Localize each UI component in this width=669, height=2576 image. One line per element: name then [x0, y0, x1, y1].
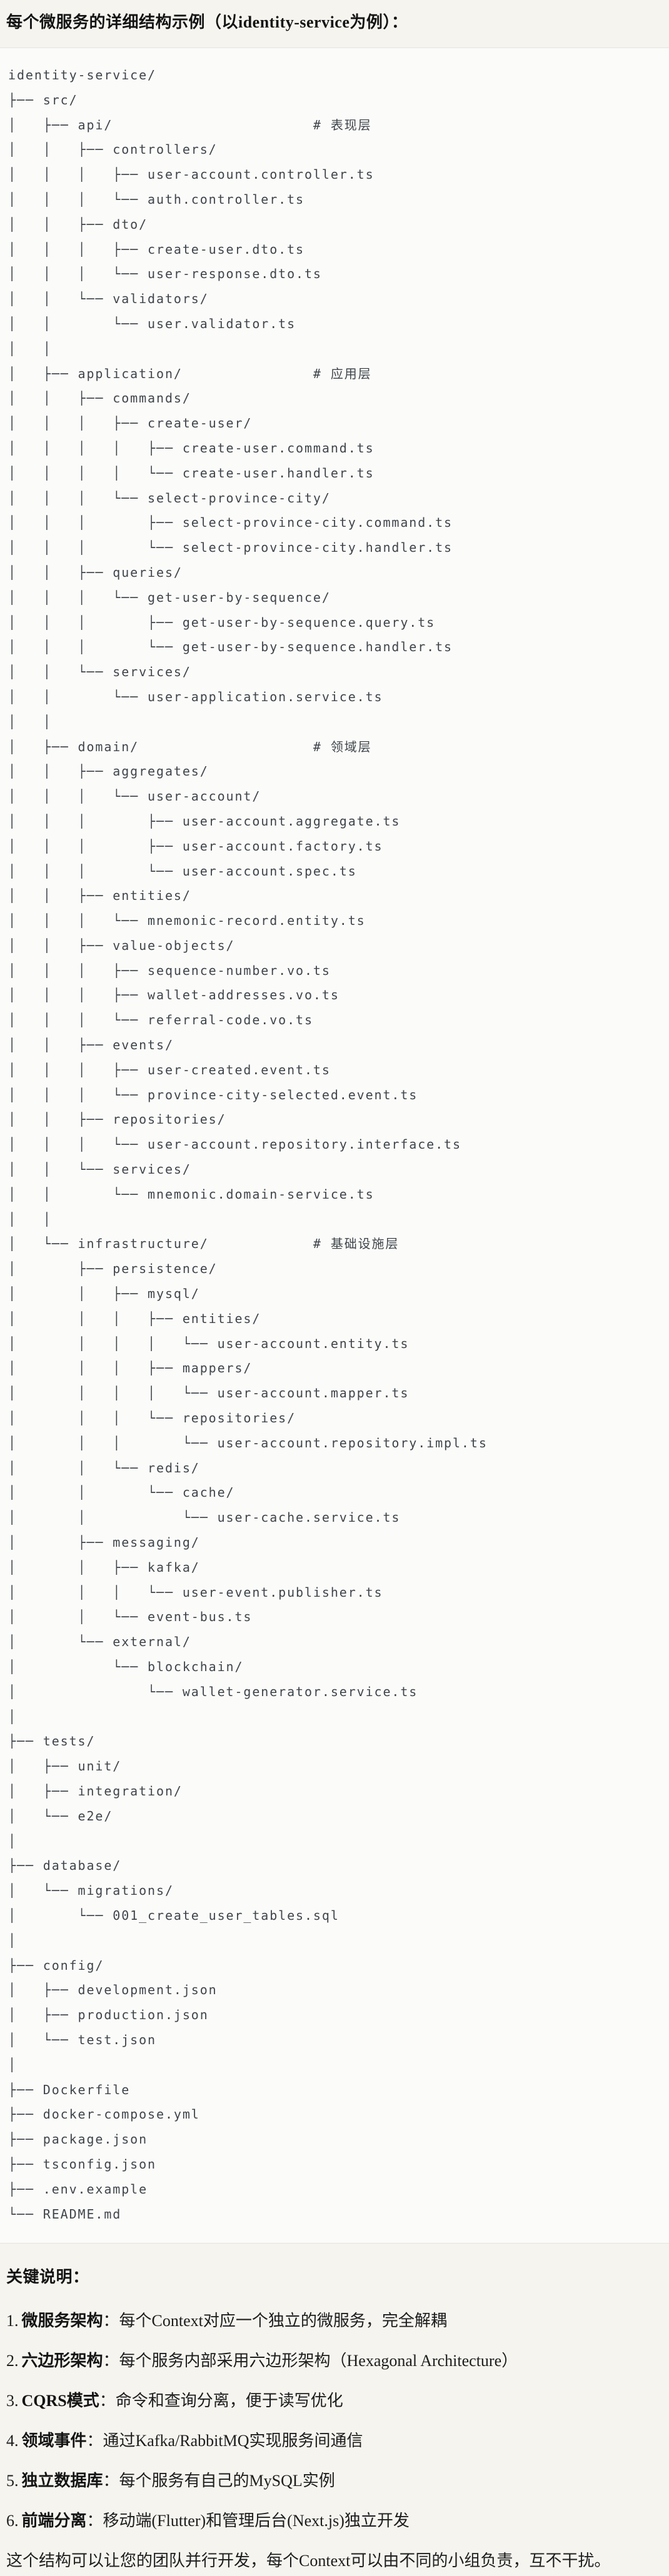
note-description: ：每个Context对应一个独立的微服务，完全解耦: [103, 2312, 447, 2330]
note-description: ：每个服务内部采用六边形架构（Hexagonal Architecture）: [103, 2352, 518, 2370]
note-number: 6.: [6, 2512, 19, 2530]
directory-tree-code-block: identity-service/ ├── src/ │ ├── api/ # …: [0, 47, 669, 2244]
note-description: ：命令和查询分离，便于读写优化: [99, 2392, 343, 2410]
note-term: CQRS模式: [21, 2392, 99, 2410]
page-title: 每个微服务的详细结构示例（以identity-service为例）：: [6, 13, 408, 31]
note-item-4: 4.领域事件：通过Kafka/RabbitMQ实现服务间通信: [6, 2430, 663, 2452]
key-notes-section: 关键说明： 1.微服务架构：每个Context对应一个独立的微服务，完全解耦 2…: [0, 2266, 669, 2576]
note-term: 前端分离: [21, 2512, 87, 2530]
note-number: 2.: [6, 2352, 19, 2370]
notes-heading: 关键说明：: [6, 2268, 89, 2287]
note-number: 1.: [6, 2312, 19, 2330]
note-number: 4.: [6, 2432, 19, 2450]
note-item-6: 6.前端分离：移动端(Flutter)和管理后台(Next.js)独立开发: [6, 2510, 663, 2532]
note-item-1: 1.微服务架构：每个Context对应一个独立的微服务，完全解耦: [6, 2310, 663, 2332]
note-item-3: 3.CQRS模式：命令和查询分离，便于读写优化: [6, 2390, 663, 2412]
note-term: 领域事件: [21, 2432, 87, 2450]
note-description: ：移动端(Flutter)和管理后台(Next.js)独立开发: [86, 2512, 410, 2530]
note-item-5: 5.独立数据库：每个服务有自己的MySQL实例: [6, 2470, 663, 2492]
note-number: 3.: [6, 2392, 19, 2410]
note-term: 六边形架构: [21, 2352, 103, 2370]
note-description: ：每个服务有自己的MySQL实例: [103, 2472, 335, 2490]
note-description: ：通过Kafka/RabbitMQ实现服务间通信: [86, 2432, 363, 2450]
note-item-2: 2.六边形架构：每个服务内部采用六边形架构（Hexagonal Architec…: [6, 2350, 663, 2372]
document-header: 每个微服务的详细结构示例（以identity-service为例）：: [0, 0, 669, 34]
note-term: 微服务架构: [21, 2312, 103, 2330]
note-term: 独立数据库: [21, 2472, 103, 2490]
note-number: 5.: [6, 2472, 19, 2490]
closing-paragraph: 这个结构可以让您的团队并行开发，每个Context可以由不同的小组负责，互不干扰…: [6, 2552, 611, 2570]
